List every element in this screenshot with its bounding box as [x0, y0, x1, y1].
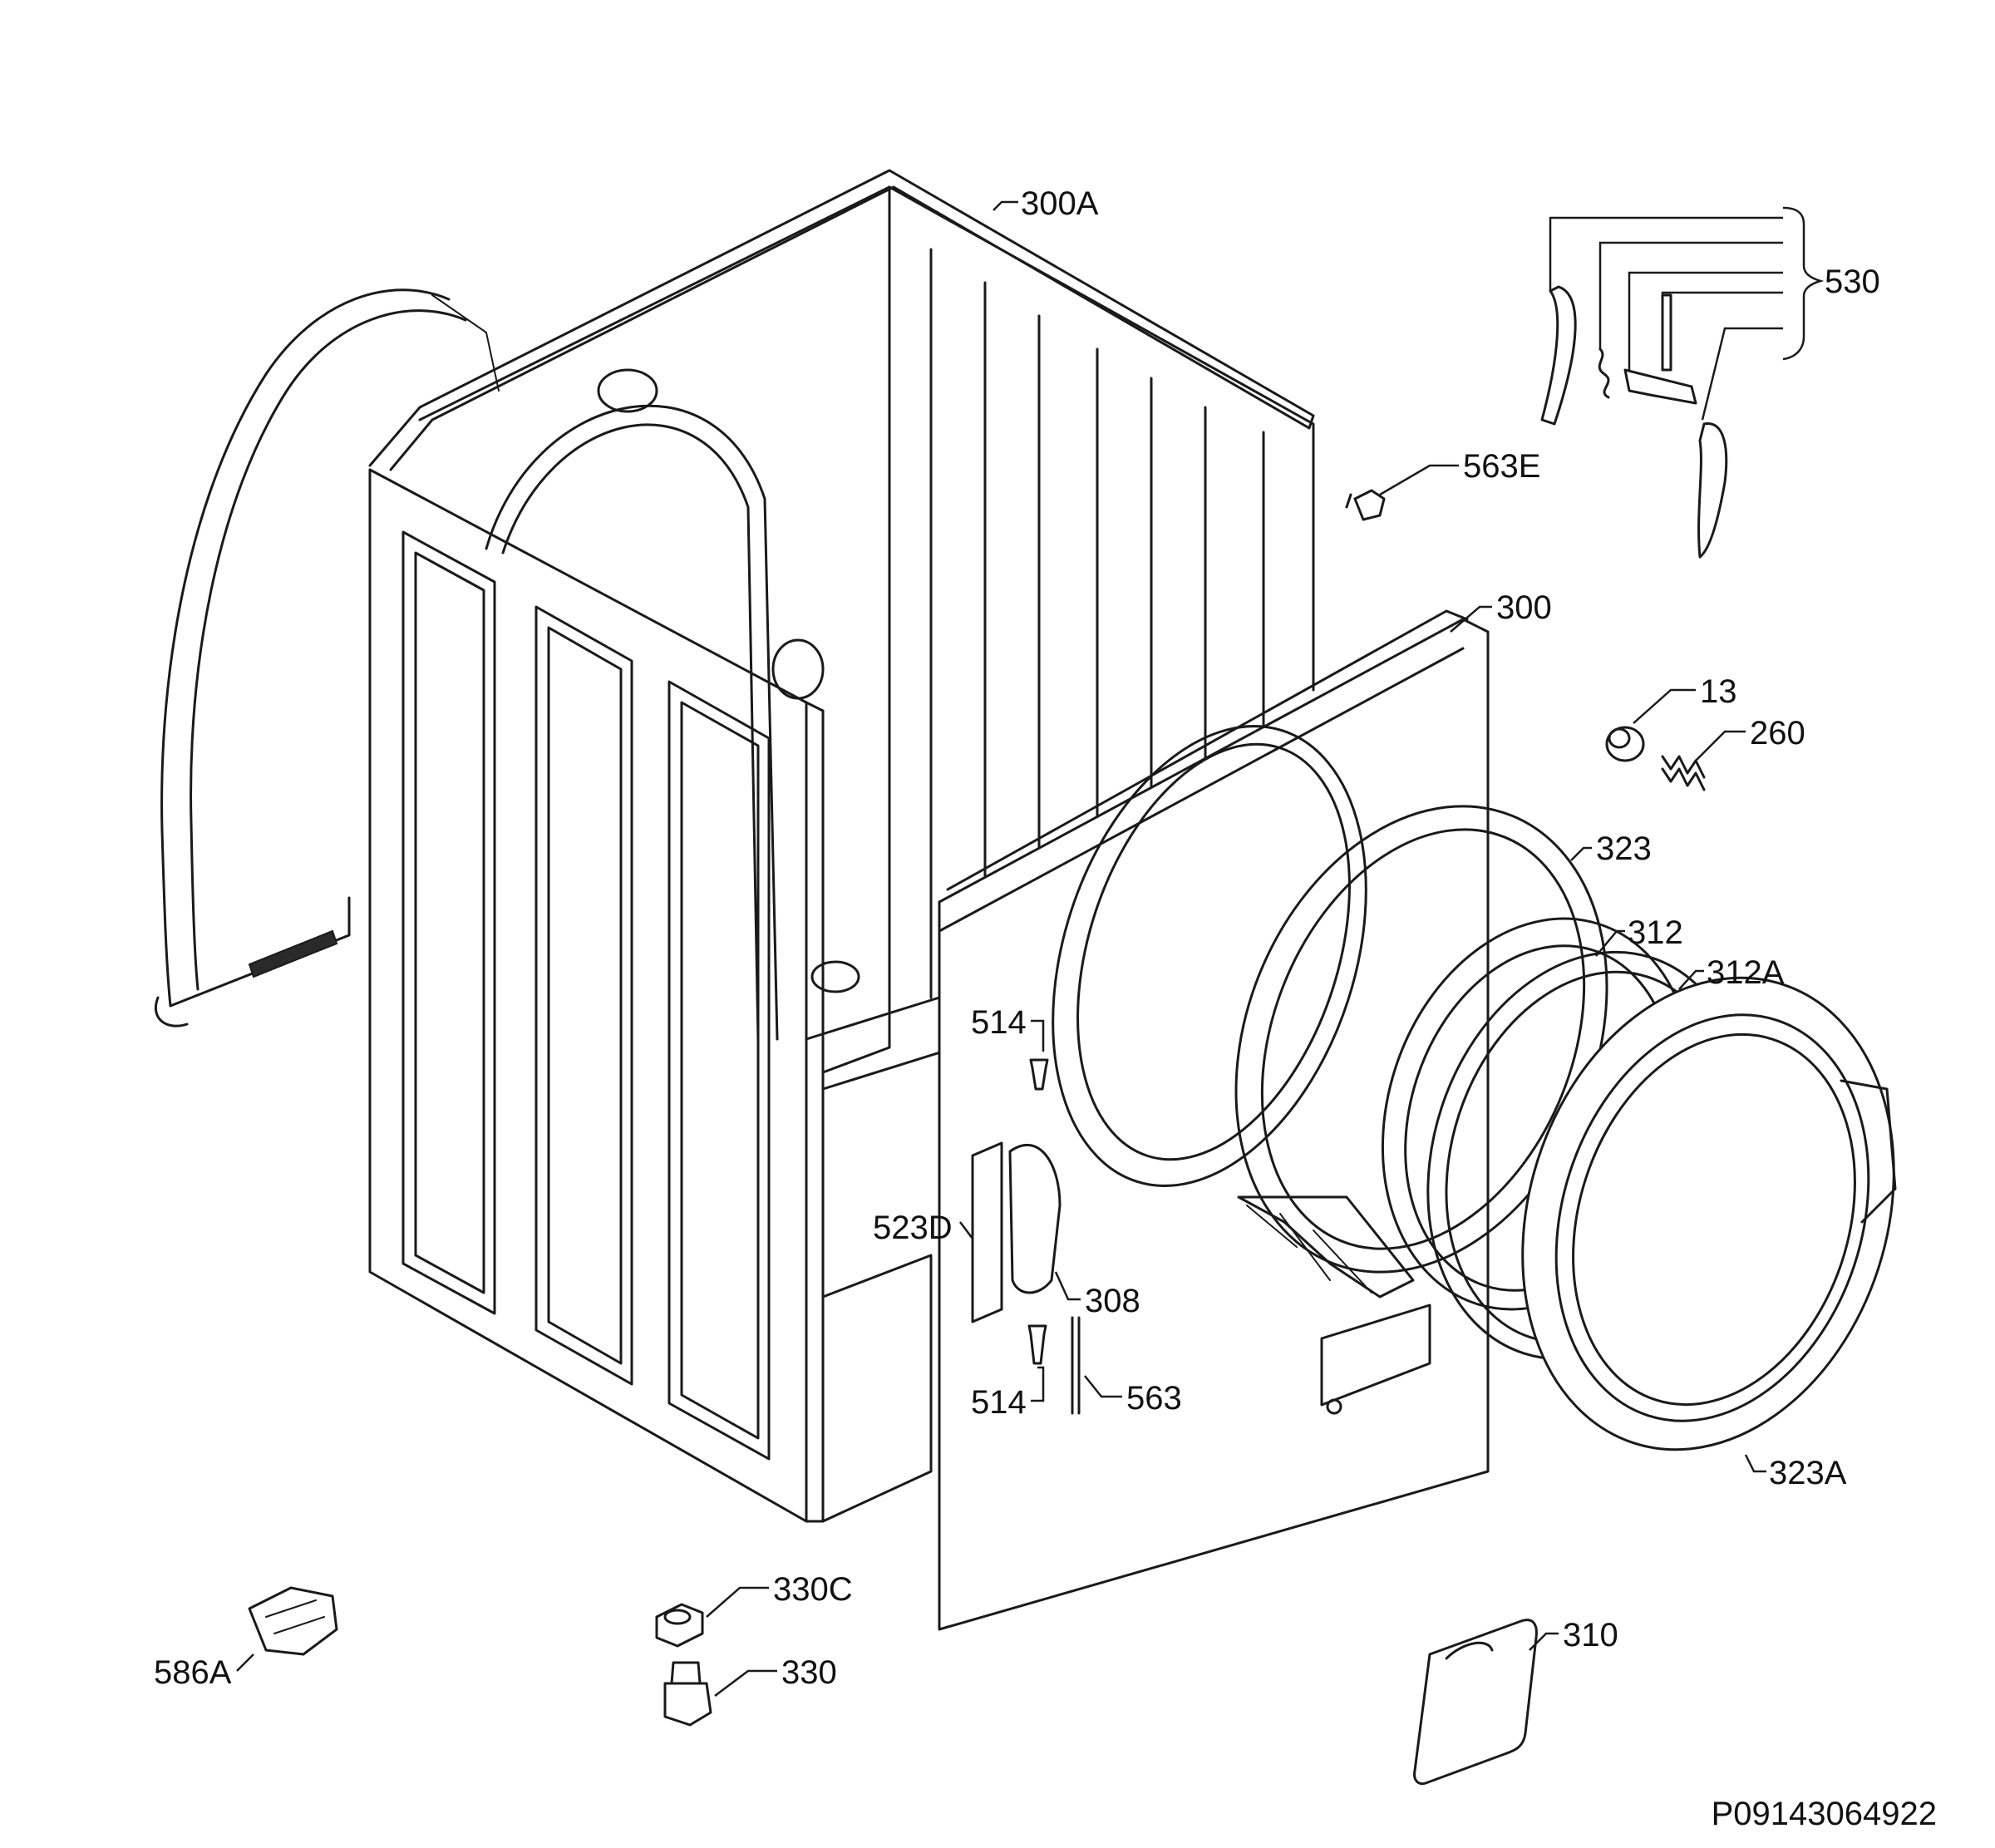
flap-310-part	[1413, 1619, 1538, 1786]
part-13-bush	[1605, 726, 1645, 762]
door-outer-ring-323A-part	[1521, 976, 1897, 1451]
pin-563	[1071, 1316, 1081, 1415]
front-panel-300-part	[938, 609, 1490, 1631]
callout-563E: 563E	[1463, 448, 1540, 485]
callout-312: 312	[1628, 914, 1683, 951]
callout-13: 13	[1700, 673, 1737, 710]
screw-514-lower	[1027, 1324, 1047, 1365]
callout-586A: 586A	[154, 1654, 232, 1691]
callout-330C: 330C	[773, 1571, 853, 1608]
nut-330C-part	[655, 1603, 704, 1648]
callout-514-upper: 514	[971, 1004, 1027, 1041]
callout-310: 310	[1563, 1617, 1618, 1653]
door-lock-523D-part	[971, 1141, 1003, 1323]
callout-308: 308	[1085, 1283, 1140, 1319]
hinge-set-530-part	[1540, 285, 1728, 559]
callout-523D: 523D	[873, 1210, 953, 1246]
callout-323A: 323A	[1769, 1455, 1847, 1491]
cabinet-300A-part	[368, 169, 1315, 1523]
callout-labels: 300A 530 563E 300 13 260 323 312 312A 51…	[154, 185, 1880, 1691]
part-260-spring	[1661, 755, 1706, 791]
callout-563: 563	[1126, 1380, 1182, 1417]
part-586A	[248, 1586, 338, 1656]
lock-cover-308-part	[1008, 1144, 1062, 1294]
callout-300A: 300A	[1021, 185, 1099, 222]
callout-300: 300	[1496, 589, 1552, 626]
callout-330: 330	[781, 1654, 837, 1691]
callout-514-lower: 514	[971, 1384, 1027, 1421]
screw-514-upper	[1029, 1058, 1049, 1091]
callout-312A: 312A	[1707, 954, 1785, 991]
figure-reference-code: P09143064922	[1712, 1796, 1937, 1832]
rear-seal-part	[155, 288, 500, 1027]
callout-323: 323	[1596, 830, 1652, 867]
callout-530: 530	[1825, 264, 1880, 300]
callout-260: 260	[1750, 715, 1805, 752]
leader-lines	[236, 200, 1825, 1697]
part-563E	[1345, 489, 1386, 521]
fitting-330-part	[663, 1661, 712, 1727]
